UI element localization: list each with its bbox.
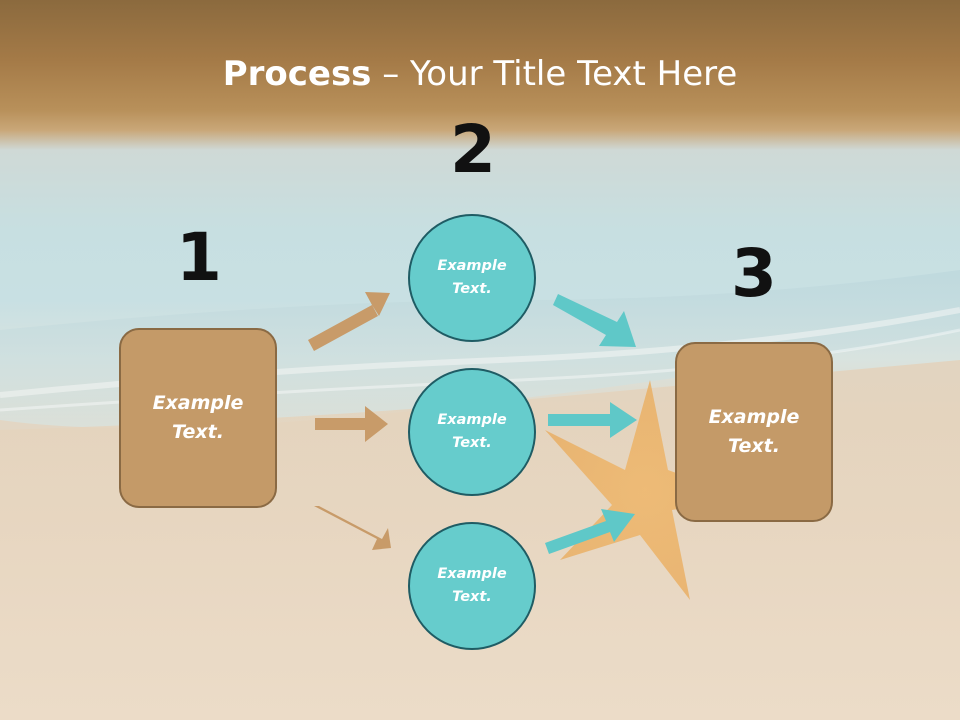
step-number-3: 3 xyxy=(731,235,777,312)
arrow-right-tan xyxy=(315,406,388,442)
step-1-box: Example Text. xyxy=(119,328,277,508)
step-3-text: Example Text. xyxy=(708,406,800,457)
title-rest: – Your Title Text Here xyxy=(371,54,738,94)
circle-top-text: Example Text. xyxy=(437,258,507,297)
starfish-shape xyxy=(545,380,745,600)
title-bold: Process xyxy=(222,54,372,94)
step-1-text: Example Text. xyxy=(152,392,244,443)
circle-middle: Example Text. xyxy=(408,368,536,496)
arrow-down-right-teal xyxy=(553,294,636,347)
step-number-2: 2 xyxy=(450,111,496,188)
step-3-box: Example Text. xyxy=(675,342,833,522)
circle-middle-text: Example Text. xyxy=(437,412,507,451)
tan-arrows xyxy=(308,292,391,550)
title-bar: Process – Your Title Text Here xyxy=(0,0,960,150)
slide-title: Process – Your Title Text Here xyxy=(0,52,960,96)
arrow-up-right-teal xyxy=(545,509,635,554)
circle-top: Example Text. xyxy=(408,214,536,342)
circle-bottom: Example Text. xyxy=(408,522,536,650)
arrow-right-teal xyxy=(548,402,637,438)
arrow-up-right-tan xyxy=(308,292,390,351)
teal-arrows xyxy=(545,294,637,554)
step-number-1: 1 xyxy=(176,219,222,296)
arrow-down-right-tan xyxy=(314,506,391,550)
circle-bottom-text: Example Text. xyxy=(437,566,507,605)
